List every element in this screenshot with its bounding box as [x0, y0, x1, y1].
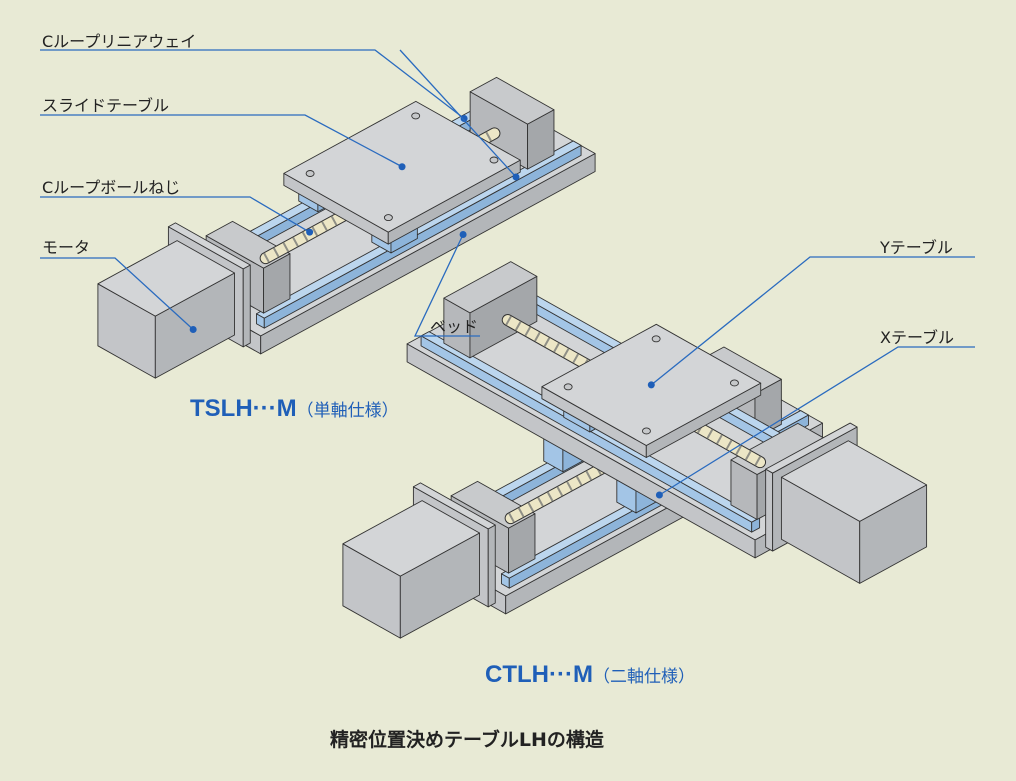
motor-flange-top-face [765, 422, 858, 474]
motor [780, 440, 928, 584]
label-ball-screw: Cループボールねじ [42, 178, 181, 197]
motor-top-face [780, 440, 928, 522]
dual-axis-table-ctlh [342, 261, 928, 639]
leader-linear-way-2 [399, 49, 517, 178]
leader-x-table-dot [655, 491, 663, 499]
label-motor: モータ [42, 238, 91, 257]
figure-caption: 精密位置決めテーブルLHの構造 [330, 729, 604, 751]
leader-bed-dot [459, 231, 467, 238]
model-spec: （単軸仕様） [296, 401, 399, 420]
mounting-hole [563, 383, 573, 391]
leader-linear-way-dot [460, 115, 468, 122]
motor-flange-side-face [487, 524, 496, 608]
leader-y-table [650, 256, 975, 386]
leader-motor [40, 257, 194, 330]
label-bed: ベッド [430, 317, 479, 336]
leader-linear-way [40, 49, 465, 120]
motor-flange-top-face [167, 222, 251, 270]
leader-ball-screw [40, 196, 310, 233]
mounting-hole [642, 427, 651, 435]
leader-slide-table-dot [398, 163, 406, 171]
model-title-single: TSLH···M（単軸仕様） [190, 395, 399, 423]
label-y-table: Yテーブル [880, 238, 953, 257]
mounting-hole [489, 156, 499, 164]
leader-ball-screw-dot [306, 228, 314, 236]
leader-x-table [659, 346, 975, 496]
leader-slide-table [40, 114, 403, 168]
bearing-block-top-face [443, 261, 538, 314]
single-axis-table-tslh [97, 76, 596, 379]
leader-linear-way-2-dot [512, 173, 520, 181]
label-linear-way: Cループリニアウェイ [42, 32, 197, 51]
motor-flange-end-face [765, 468, 774, 552]
motor-top-face [97, 240, 235, 317]
mounting-hole [730, 379, 739, 387]
motor [342, 500, 480, 639]
label-x-table: Xテーブル [880, 328, 955, 347]
mounting-hole [305, 170, 315, 177]
model-name: CTLH···M [485, 661, 593, 688]
leader-lines [40, 49, 975, 499]
linear-rail [256, 140, 582, 329]
leader-bed [413, 234, 480, 337]
leader-motor-dot [189, 326, 197, 334]
leader-y-table-dot [647, 381, 655, 389]
model-title-dual: CTLH···M（二軸仕様） [485, 661, 695, 689]
motor-flange-top-face [412, 482, 496, 530]
motor [97, 240, 235, 379]
motor-top-face [342, 500, 480, 577]
motor-flange-side-face [242, 264, 251, 348]
model-name: TSLH···M [190, 395, 297, 422]
label-slide-table: スライドテーブル [42, 96, 170, 115]
mounting-hole [383, 214, 393, 222]
mounting-hole [651, 335, 661, 343]
bearing-block-top-face [469, 76, 555, 125]
mounting-hole [411, 112, 421, 120]
model-spec: （二軸仕様） [592, 667, 695, 686]
